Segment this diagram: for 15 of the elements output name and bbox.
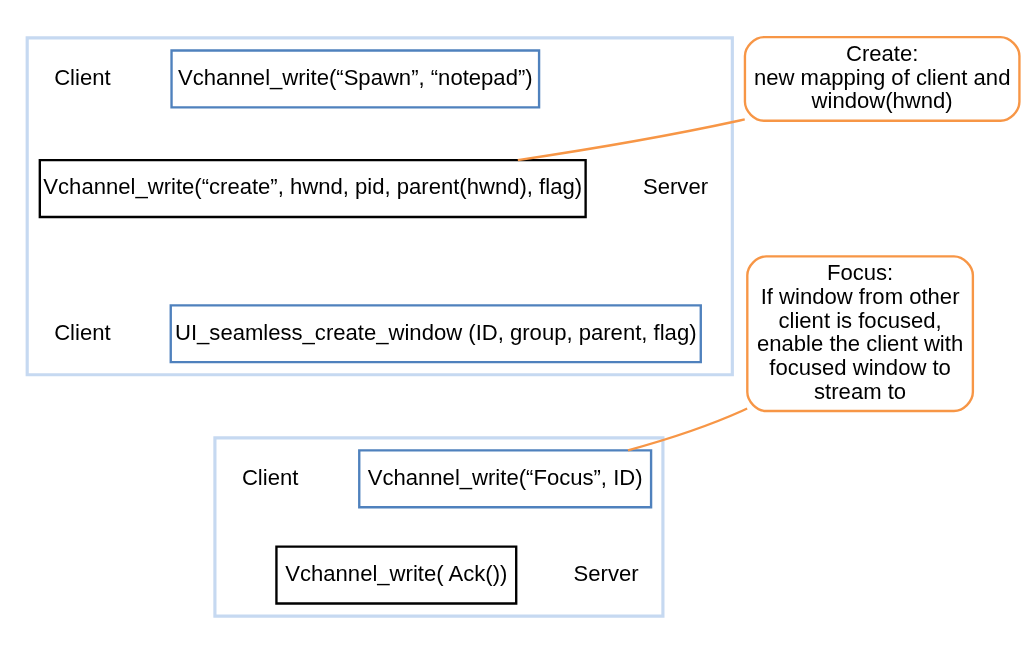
- connector: [517, 118, 745, 162]
- node-label: Client: [54, 319, 111, 345]
- node-label: Client: [54, 64, 111, 90]
- node-box: UI_seamless_create_window (ID, group, parent, flag): [169, 304, 702, 364]
- cluster: [25, 36, 734, 377]
- node-box: Vchannel_write(“Spawn”, “notepad”): [170, 49, 541, 109]
- node-label: Server: [573, 560, 639, 586]
- node-box: Focus: If window from other client is focused, enable the client with focused window to stream to: [746, 255, 975, 413]
- node-box: Vchannel_write(“create”, hwnd, pid, parent(hwnd), flag): [38, 159, 587, 219]
- node-box: Vchannel_write(“Focus”, ID): [358, 449, 653, 509]
- node-box: Create: new mapping of client and window(hwnd): [743, 35, 1021, 122]
- node-label: Server: [643, 174, 709, 200]
- node-label: Client: [241, 464, 299, 490]
- node-box: Vchannel_write( Ack()): [275, 545, 518, 605]
- cluster: [213, 436, 665, 618]
